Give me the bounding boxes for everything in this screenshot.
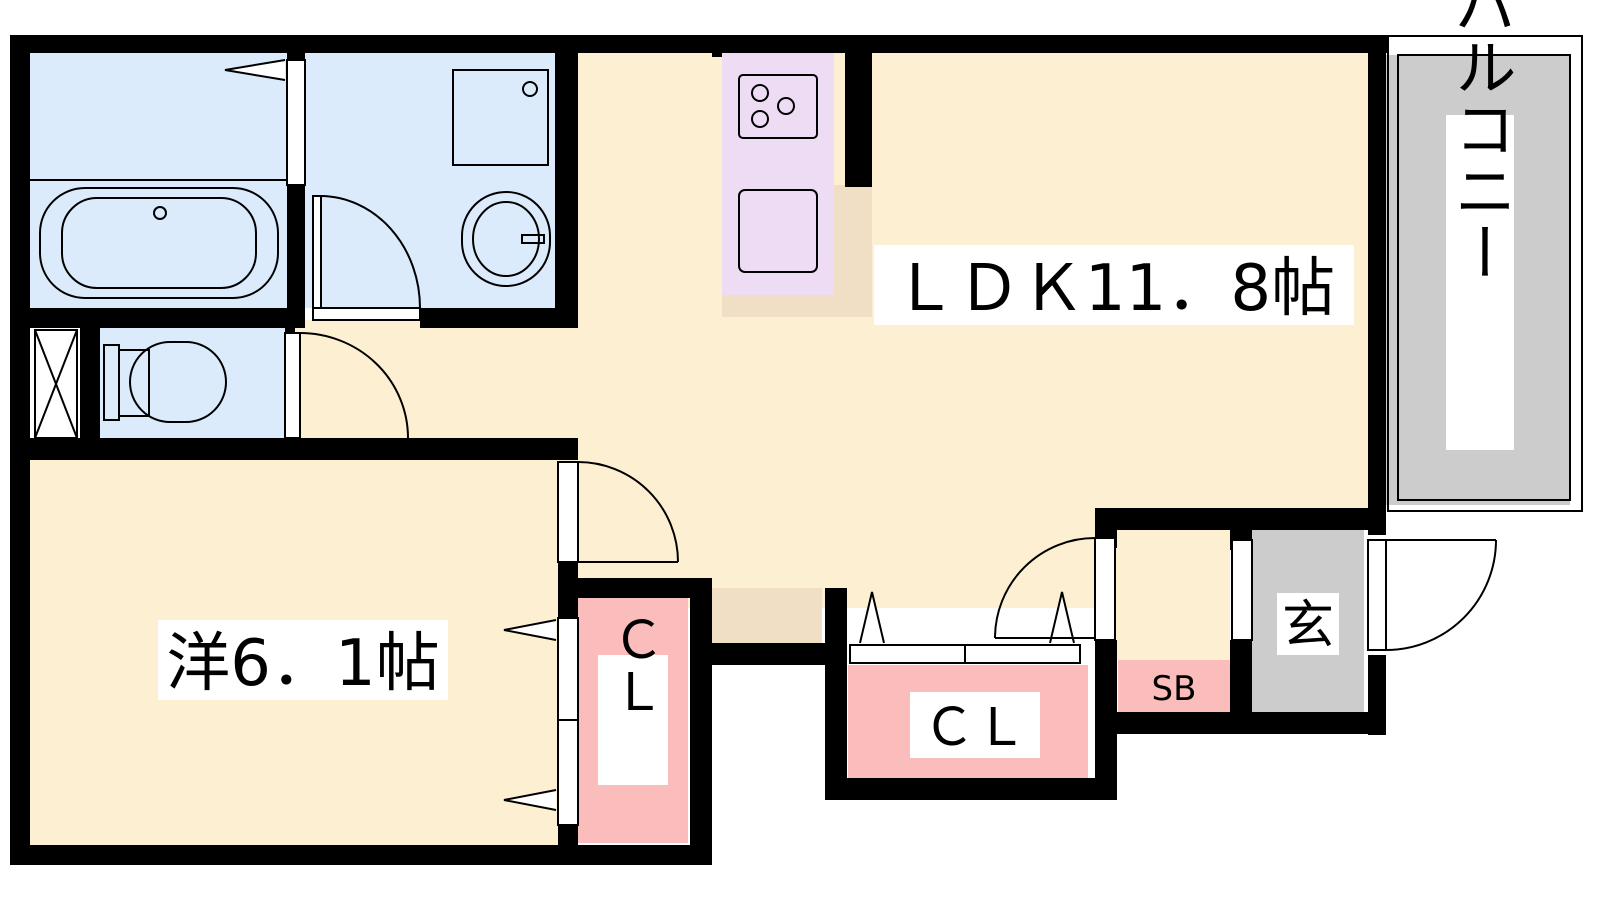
wall-closet-hall-bottom xyxy=(825,778,1117,800)
wall-closet-hall-right xyxy=(1095,640,1117,800)
wall-top xyxy=(10,35,1388,53)
closet-hall-label: ＣＬ xyxy=(923,698,1027,758)
wall-wash-right xyxy=(555,35,578,328)
toilet-door-arc xyxy=(299,332,409,439)
balcony-label-bg xyxy=(1446,115,1514,450)
closet-hall-arrow-left xyxy=(859,591,885,644)
hall-door-arc xyxy=(994,537,1096,639)
room-fills xyxy=(20,50,1570,845)
closet-western-arrow-top xyxy=(503,619,557,641)
ldk-floor-left xyxy=(290,320,580,450)
wall-kitchen xyxy=(845,35,872,187)
bath-door-arrow xyxy=(224,59,286,81)
western-door-arc xyxy=(577,461,679,563)
doors xyxy=(34,35,1583,826)
wall-storage-bottom xyxy=(690,643,847,665)
closet-western-door xyxy=(557,617,579,826)
washing-machine-icon xyxy=(452,69,549,166)
kitchen-counter-base xyxy=(722,295,834,317)
closet-hall-arrow-right xyxy=(1049,591,1075,644)
washing-machine-drain-icon xyxy=(522,81,538,97)
entrance-label: 玄 xyxy=(1282,596,1334,656)
burner-1-icon xyxy=(751,84,769,102)
ldk-label-bg xyxy=(874,245,1354,325)
bathtub-drain-icon xyxy=(153,206,167,220)
front-door-arc xyxy=(1385,539,1497,651)
burner-2-icon xyxy=(751,110,769,128)
fixtures xyxy=(30,69,818,423)
shoe-box-floor xyxy=(1118,660,1230,712)
western-door-frame xyxy=(557,461,579,563)
wash-door-leaf xyxy=(312,195,322,309)
balcony-label: バルコニー xyxy=(1444,0,1517,283)
wall-bottom-western xyxy=(10,845,710,865)
cabinet-x-2 xyxy=(34,329,78,439)
wall-kitchen-left xyxy=(712,35,722,57)
wall-bath-bottom xyxy=(10,308,305,328)
western-label: 洋6．1帖 xyxy=(166,627,439,701)
closet-western-label: ＣＬ xyxy=(603,613,663,717)
burner-3-icon xyxy=(777,97,795,115)
wall-closet-western-top xyxy=(558,578,710,598)
faucet-icon xyxy=(521,234,545,244)
shoe-box-label: SB xyxy=(1152,669,1197,709)
wall-closet-western-left-low xyxy=(558,825,578,865)
toilet-door-frame xyxy=(284,332,301,439)
kitchen-side-storage xyxy=(834,185,872,317)
kitchen-counter xyxy=(722,50,834,305)
wall-closet-western-right xyxy=(690,578,712,865)
western-label-bg xyxy=(158,620,448,700)
wall-toilet-left xyxy=(80,328,100,458)
balcony-frame-outer xyxy=(1387,35,1583,512)
closet-hall-label-bg xyxy=(910,692,1040,758)
wash-basin-bowl-icon xyxy=(472,201,540,277)
hall-floor xyxy=(1110,530,1230,660)
balcony-frame-inner xyxy=(1397,54,1571,501)
ldk-label: ＬＤＫ11．8帖 xyxy=(893,252,1335,326)
wall-hall-entrance-lower xyxy=(1230,640,1252,734)
toilet-body-icon xyxy=(118,349,150,417)
front-door-frame xyxy=(1367,539,1387,651)
storage-shelf xyxy=(712,588,822,643)
entrance-label-bg xyxy=(1277,593,1339,655)
walls xyxy=(10,35,1388,865)
wall-closet-hall-left xyxy=(825,588,847,798)
bath-door-panel xyxy=(286,59,306,186)
bathtub-inner-icon xyxy=(61,197,257,289)
hall-door-frame xyxy=(1094,537,1116,641)
labels: ＬＤＫ11．8帖 洋6．1帖 ＣＬ ＣＬ SB 玄 バルコニー xyxy=(158,0,1517,785)
wash-door-sill xyxy=(312,307,421,321)
wall-wash-bottom xyxy=(420,308,578,328)
closet-western-arrow-bottom xyxy=(503,789,557,811)
wash-door-arc xyxy=(320,195,421,309)
wall-western-right-low xyxy=(558,560,578,600)
entrance-inner-frame xyxy=(1231,539,1253,641)
wall-hall-top xyxy=(1095,508,1386,530)
closet-western-label-bg xyxy=(598,655,668,785)
wash-basin-icon xyxy=(461,191,551,287)
kitchen-sink-icon xyxy=(738,189,818,273)
wall-western-top xyxy=(10,438,578,460)
stove-icon xyxy=(738,74,818,139)
toilet-bowl-icon xyxy=(129,341,227,423)
bathtub-icon xyxy=(39,187,279,299)
wall-right xyxy=(1368,35,1386,535)
